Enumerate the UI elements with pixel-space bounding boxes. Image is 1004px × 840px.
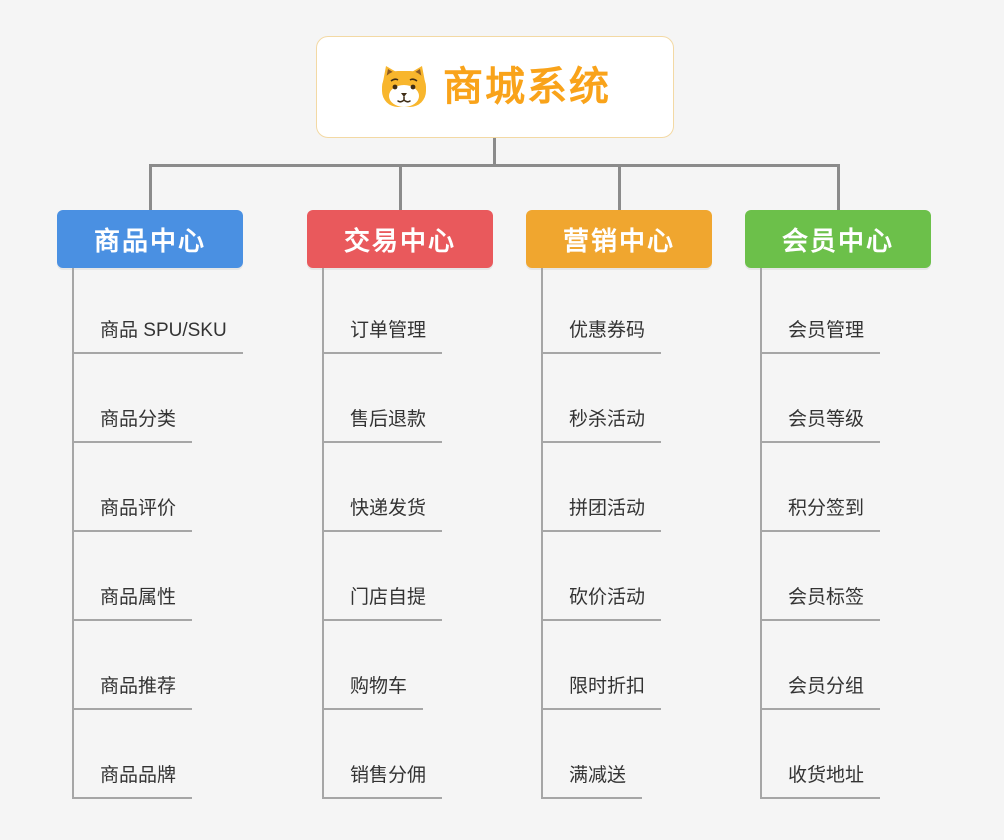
- root-title: 商城系统: [443, 65, 611, 109]
- leaf-item[interactable]: 商品属性: [72, 587, 193, 621]
- branch-spine: [541, 268, 543, 799]
- root-stem-line: [493, 138, 496, 167]
- leaf-item[interactable]: 秒杀活动: [541, 409, 662, 443]
- leaf-item[interactable]: 收货地址: [760, 765, 881, 799]
- branch-spine: [760, 268, 762, 799]
- leaf-item[interactable]: 售后退款: [322, 409, 443, 443]
- leaf-item[interactable]: 满减送: [541, 765, 643, 799]
- leaf-item[interactable]: 快递发货: [322, 498, 443, 532]
- branch-member-center[interactable]: 会员中心: [745, 210, 931, 268]
- leaf-item[interactable]: 砍价活动: [541, 587, 662, 621]
- branch-label: 会员中心: [781, 225, 894, 256]
- branch-marketing-center[interactable]: 营销中心: [526, 210, 712, 268]
- drop-line-trade: [399, 164, 402, 212]
- branch-rail-line: [149, 164, 840, 167]
- leaf-item[interactable]: 拼团活动: [541, 498, 662, 532]
- leaf-item[interactable]: 商品推荐: [72, 676, 193, 710]
- drop-line-product: [149, 164, 152, 212]
- drop-line-marketing: [618, 164, 621, 212]
- branch-spine: [322, 268, 324, 799]
- branch-product-center[interactable]: 商品中心: [57, 210, 243, 268]
- leaf-item[interactable]: 会员分组: [760, 676, 881, 710]
- root-node[interactable]: 商城系统: [316, 36, 674, 138]
- branch-spine: [72, 268, 74, 799]
- leaf-item[interactable]: 门店自提: [322, 587, 443, 621]
- dog-face-icon: [379, 64, 429, 110]
- leaf-item[interactable]: 商品 SPU/SKU: [72, 320, 243, 354]
- leaf-item[interactable]: 优惠券码: [541, 320, 662, 354]
- leaf-item[interactable]: 商品评价: [72, 498, 193, 532]
- branch-label: 交易中心: [343, 225, 456, 256]
- leaf-item[interactable]: 会员标签: [760, 587, 881, 621]
- leaf-item[interactable]: 购物车: [322, 676, 424, 710]
- leaf-item[interactable]: 会员等级: [760, 409, 881, 443]
- leaf-item[interactable]: 商品品牌: [72, 765, 193, 799]
- branch-label: 商品中心: [93, 225, 206, 256]
- leaf-item[interactable]: 限时折扣: [541, 676, 662, 710]
- leaf-item[interactable]: 会员管理: [760, 320, 881, 354]
- drop-line-member: [837, 164, 840, 212]
- branch-trade-center[interactable]: 交易中心: [307, 210, 493, 268]
- leaf-item[interactable]: 积分签到: [760, 498, 881, 532]
- leaf-item[interactable]: 商品分类: [72, 409, 193, 443]
- leaf-item[interactable]: 销售分佣: [322, 765, 443, 799]
- leaf-item[interactable]: 订单管理: [322, 320, 443, 354]
- branch-label: 营销中心: [562, 225, 675, 256]
